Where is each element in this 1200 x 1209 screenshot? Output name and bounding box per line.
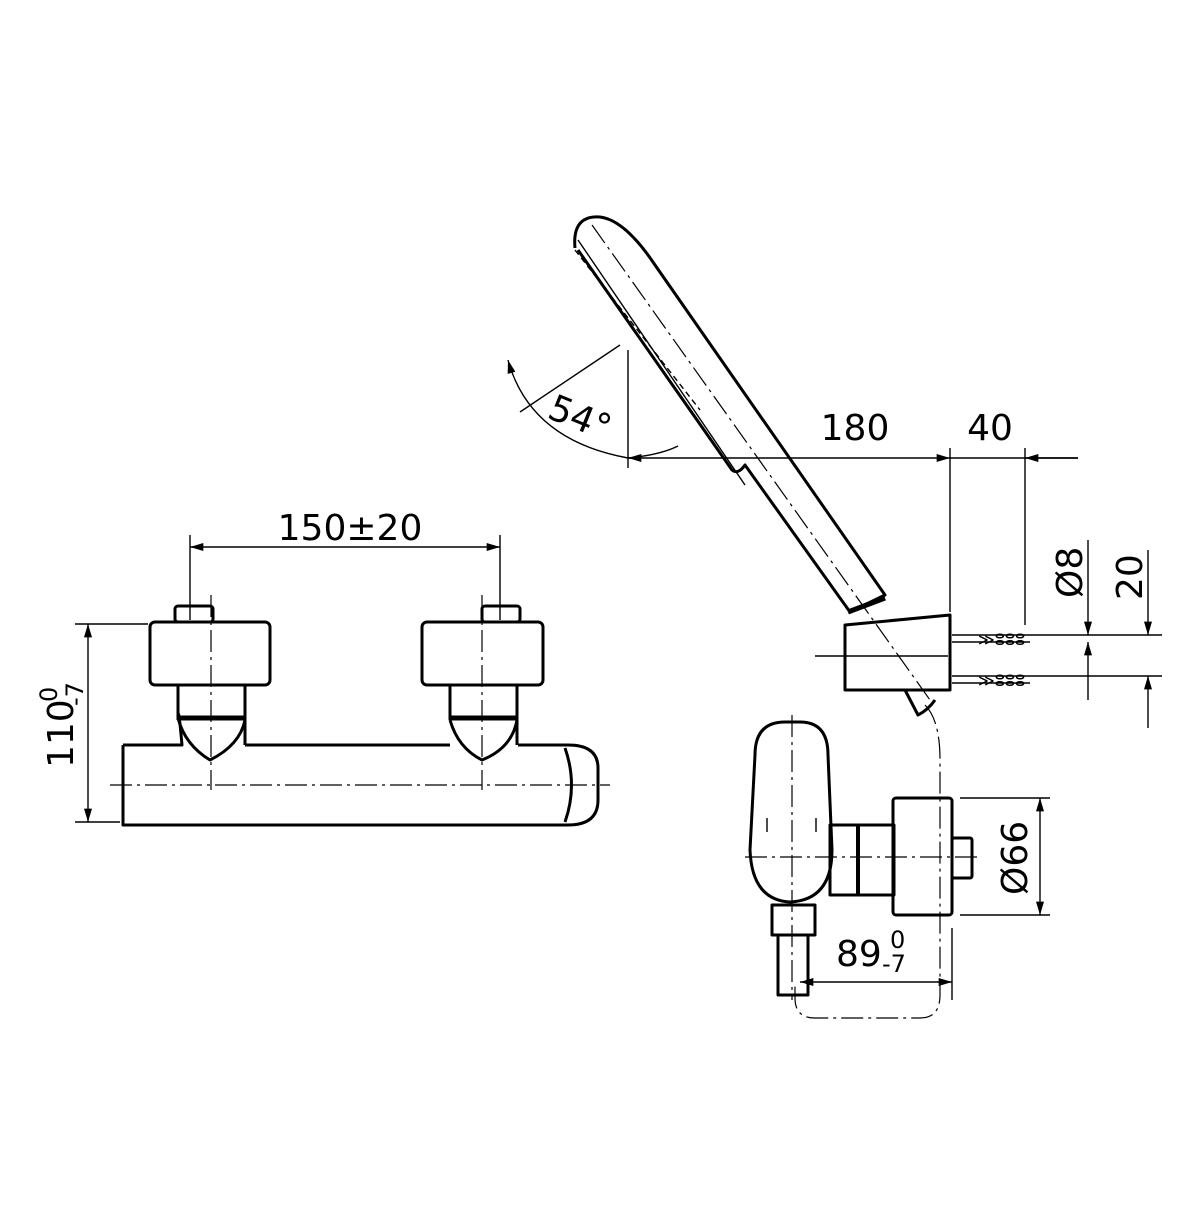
height-label: 110 xyxy=(41,699,82,768)
mixer-front-view xyxy=(110,595,610,827)
dimension-150: 150±20 xyxy=(189,508,501,620)
dimension-66: Ø66 xyxy=(960,797,1050,916)
shower-bracket: ≫ⵓⵓⵓ ≫ⵓⵓⵓ xyxy=(794,613,1030,1019)
hose-thread-icon: ≫ⵓⵓⵓ xyxy=(978,671,1025,690)
dimension-89: 89 0 -7 xyxy=(799,926,953,1000)
mixer-side-view xyxy=(745,715,980,1000)
hose-dia-label: Ø8 xyxy=(1050,547,1091,598)
depth-label: 89 xyxy=(836,934,882,975)
height-tol-lower: -7 xyxy=(61,682,89,706)
dimension-180-40: 180 40 xyxy=(627,408,1078,625)
offset-label: 40 xyxy=(967,408,1013,449)
height-tol-upper: 0 xyxy=(35,687,63,702)
depth-tol-upper: 0 xyxy=(890,926,905,954)
angle-label: 54° xyxy=(542,387,617,449)
spacing-label: 150±20 xyxy=(278,508,423,549)
hand-shower xyxy=(573,215,931,701)
disc-dia-label: Ø66 xyxy=(995,821,1036,895)
dimension-54-degrees: 54° xyxy=(507,344,679,468)
hose-pitch-label: 20 xyxy=(1110,554,1151,600)
length-label: 180 xyxy=(821,408,890,449)
dimension-110: 110 0 -7 xyxy=(35,623,148,823)
hose-thread-icon: ≫ⵓⵓⵓ xyxy=(978,630,1025,649)
dimension-hose: Ø8 20 xyxy=(1030,540,1162,728)
depth-tol-lower: -7 xyxy=(882,950,906,978)
